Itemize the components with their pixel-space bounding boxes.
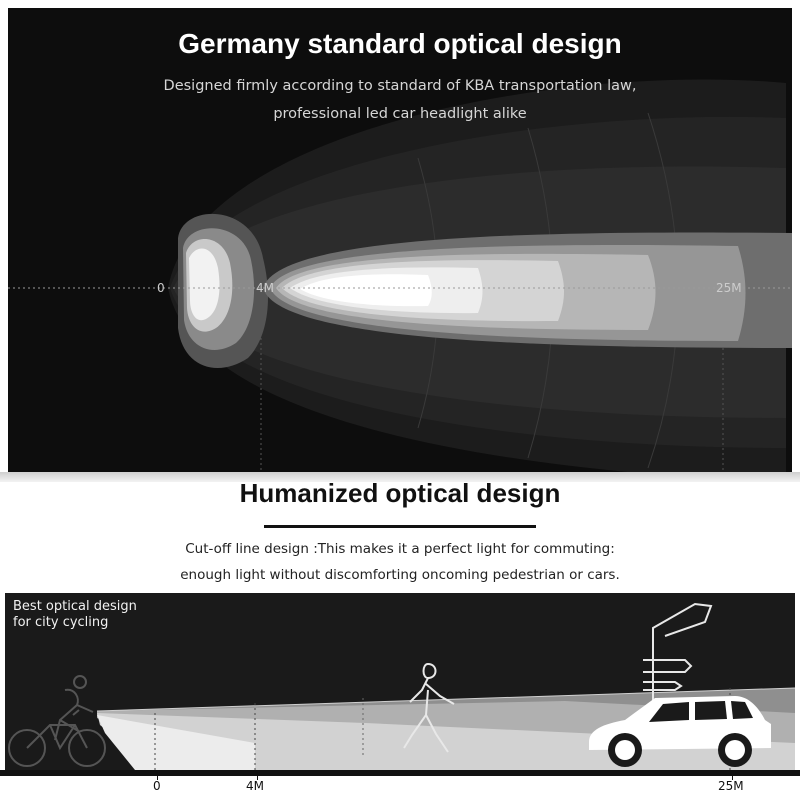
- ruler-tick-4m: [257, 770, 258, 780]
- car-icon: [589, 696, 771, 767]
- humanized-subtitle-line1: Cut-off line design :This makes it a per…: [185, 541, 615, 557]
- ruler-label-25m: 25M: [718, 779, 744, 793]
- bicycle-rider-icon: [8, 675, 106, 767]
- scene-label-line2: for city cycling: [13, 615, 109, 630]
- ruler-label-0m: 0: [153, 779, 161, 793]
- humanized-title: Humanized optical design: [239, 478, 561, 508]
- ruler-tick-25m: [732, 770, 733, 780]
- ground-ruler: [0, 770, 800, 776]
- kba-subtitle-line1: Designed firmly according to standard of…: [163, 78, 637, 94]
- kba-beam-panel: Germany standard optical design Designed…: [8, 8, 792, 472]
- beam-label-4m: 4M: [256, 281, 274, 295]
- pedestrian-icon: [403, 662, 455, 753]
- beam-label-0m: 0: [157, 281, 165, 295]
- road-sign-icon: [643, 602, 713, 728]
- humanized-subtitle-line2: enough light without discomforting oncom…: [180, 567, 620, 583]
- scene-label-line1: Best optical design: [13, 599, 137, 614]
- kba-title: Germany standard optical design: [178, 28, 622, 59]
- kba-subtitle-line2: professional led car headlight alike: [273, 106, 527, 122]
- section-divider: [0, 472, 800, 482]
- ruler-label-4m: 4M: [246, 779, 264, 793]
- city-cycling-scene: Best optical design for city cycling: [5, 593, 795, 770]
- title-underline: [264, 525, 536, 528]
- beam-label-25m: 25M: [716, 281, 742, 295]
- beam-pattern-diagram: [8, 79, 792, 472]
- ruler-tick-0m: [157, 770, 158, 780]
